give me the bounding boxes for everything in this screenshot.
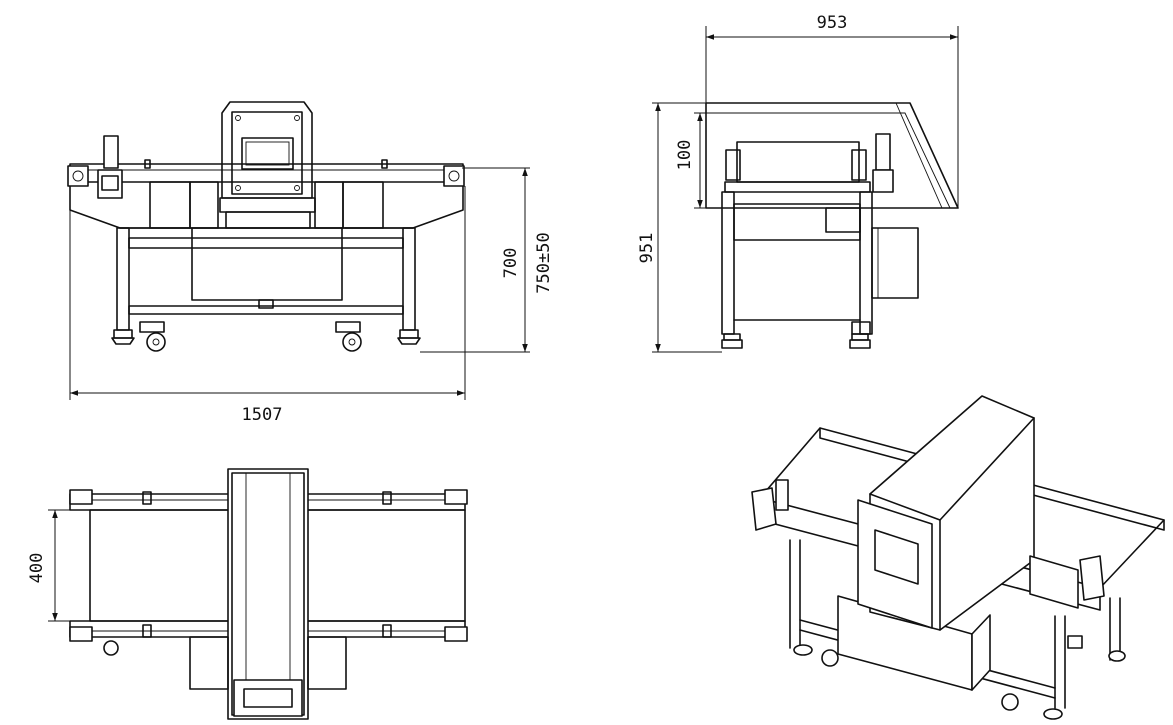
dim-side-width: 953 (817, 13, 848, 33)
dim-front-width: 1507 (242, 405, 283, 425)
dim-side-height: 951 (637, 233, 657, 264)
isometric-view (751, 395, 1165, 720)
dim-top-belt-width: 400 (27, 553, 47, 584)
top-view (69, 468, 468, 720)
dim-front-height-700: 700 (501, 248, 521, 279)
side-view (705, 102, 959, 349)
dim-front-height-750: 750±50 (534, 232, 554, 293)
front-view (67, 101, 465, 352)
dim-side-top: 100 (675, 140, 695, 171)
dimension-lines: 1507 700 750±50 953 951 100 400 (27, 13, 959, 622)
